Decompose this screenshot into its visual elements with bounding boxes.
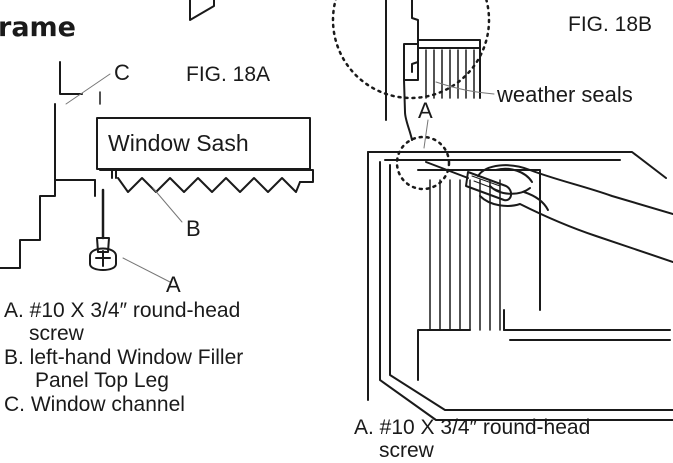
leader-lines-18a <box>65 73 183 283</box>
legend-c-line1: C. Window channel <box>4 393 185 416</box>
callout-a-18b: A <box>418 98 433 123</box>
window-frame <box>367 151 673 421</box>
filler-panel-top-leg <box>99 169 314 193</box>
fig-18a-label: FIG. 18A <box>186 63 271 86</box>
filler-panel-b <box>417 169 671 341</box>
window-sash-label: Window Sash <box>108 130 249 156</box>
stair-outline <box>0 179 96 269</box>
screw-a <box>89 188 117 271</box>
caption-18b: A. #10 X 3/4″ round-head screw <box>354 416 590 462</box>
caption-18b-line1: A. #10 X 3/4″ round-head <box>354 416 591 439</box>
callout-c: C <box>114 60 130 85</box>
section-heading: rame <box>0 12 76 43</box>
small-dashed-circle <box>395 135 451 191</box>
magnified-circle <box>331 0 491 100</box>
legend-a-line1: A. #10 X 3/4″ round-head <box>4 299 241 322</box>
fig-18b-label: FIG. 18B <box>568 13 653 36</box>
magnified-detail <box>385 0 481 121</box>
hand <box>477 164 673 263</box>
callout-b: B <box>186 216 201 241</box>
legend-item-a: A. #10 X 3/4″ round-head screw <box>4 299 240 345</box>
window-channel <box>54 61 101 181</box>
legend-a-line2: screw <box>29 322 84 345</box>
screwdriver <box>425 161 512 202</box>
legend-b-line1: B. left-hand Window Filler <box>4 346 244 369</box>
top-bracket <box>189 0 215 21</box>
callout-a-18a: A <box>166 272 181 297</box>
leader-lines-18b <box>423 81 495 149</box>
caption-18b-line2: screw <box>379 439 434 462</box>
legend-item-c: C. Window channel <box>4 393 185 416</box>
weather-seals-label: weather seals <box>497 82 633 107</box>
legend-item-b: B. left-hand Window Filler Panel Top Leg <box>4 346 243 392</box>
legend-b-line2: Panel Top Leg <box>35 369 169 392</box>
connecting-line <box>403 79 413 141</box>
